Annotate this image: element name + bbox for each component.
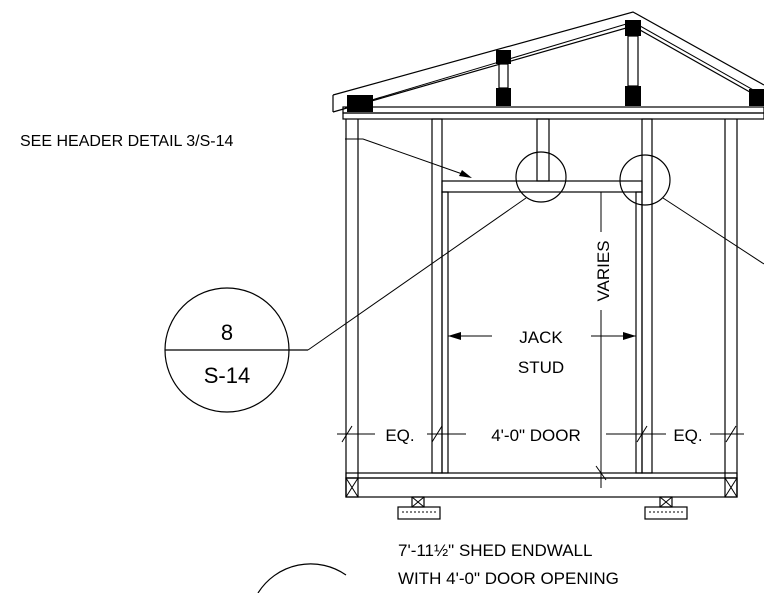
varies-dimension <box>590 191 610 488</box>
drawing-title-line1: 7'-11½" SHED ENDWALL <box>398 541 592 560</box>
section-symbol <box>164 287 308 413</box>
eq-left-label: EQ. <box>385 426 414 445</box>
footing-blocks <box>397 496 688 520</box>
width-dimension <box>337 425 744 443</box>
jack-stud-arrows <box>448 332 636 340</box>
detail-circles <box>307 151 764 351</box>
roof-rafters <box>332 11 764 113</box>
truss-blocks <box>347 20 764 112</box>
section-sheet: S-14 <box>204 363 250 388</box>
header-detail-callout: SEE HEADER DETAIL 3/S-14 <box>20 133 234 150</box>
drawing-title-line2: WITH 4'-0" DOOR OPENING <box>398 569 619 588</box>
door-width-label: 4'-0" DOOR <box>491 426 581 445</box>
eq-right-label: EQ. <box>673 426 702 445</box>
partial-circle <box>257 563 347 593</box>
jack-stud-label-line1: JACK <box>519 328 563 347</box>
header-leader <box>345 138 472 178</box>
jack-stud-label-line2: STUD <box>518 358 564 377</box>
varies-label: VARIES <box>594 240 613 301</box>
section-number: 8 <box>221 320 233 345</box>
top-plates <box>342 106 764 120</box>
